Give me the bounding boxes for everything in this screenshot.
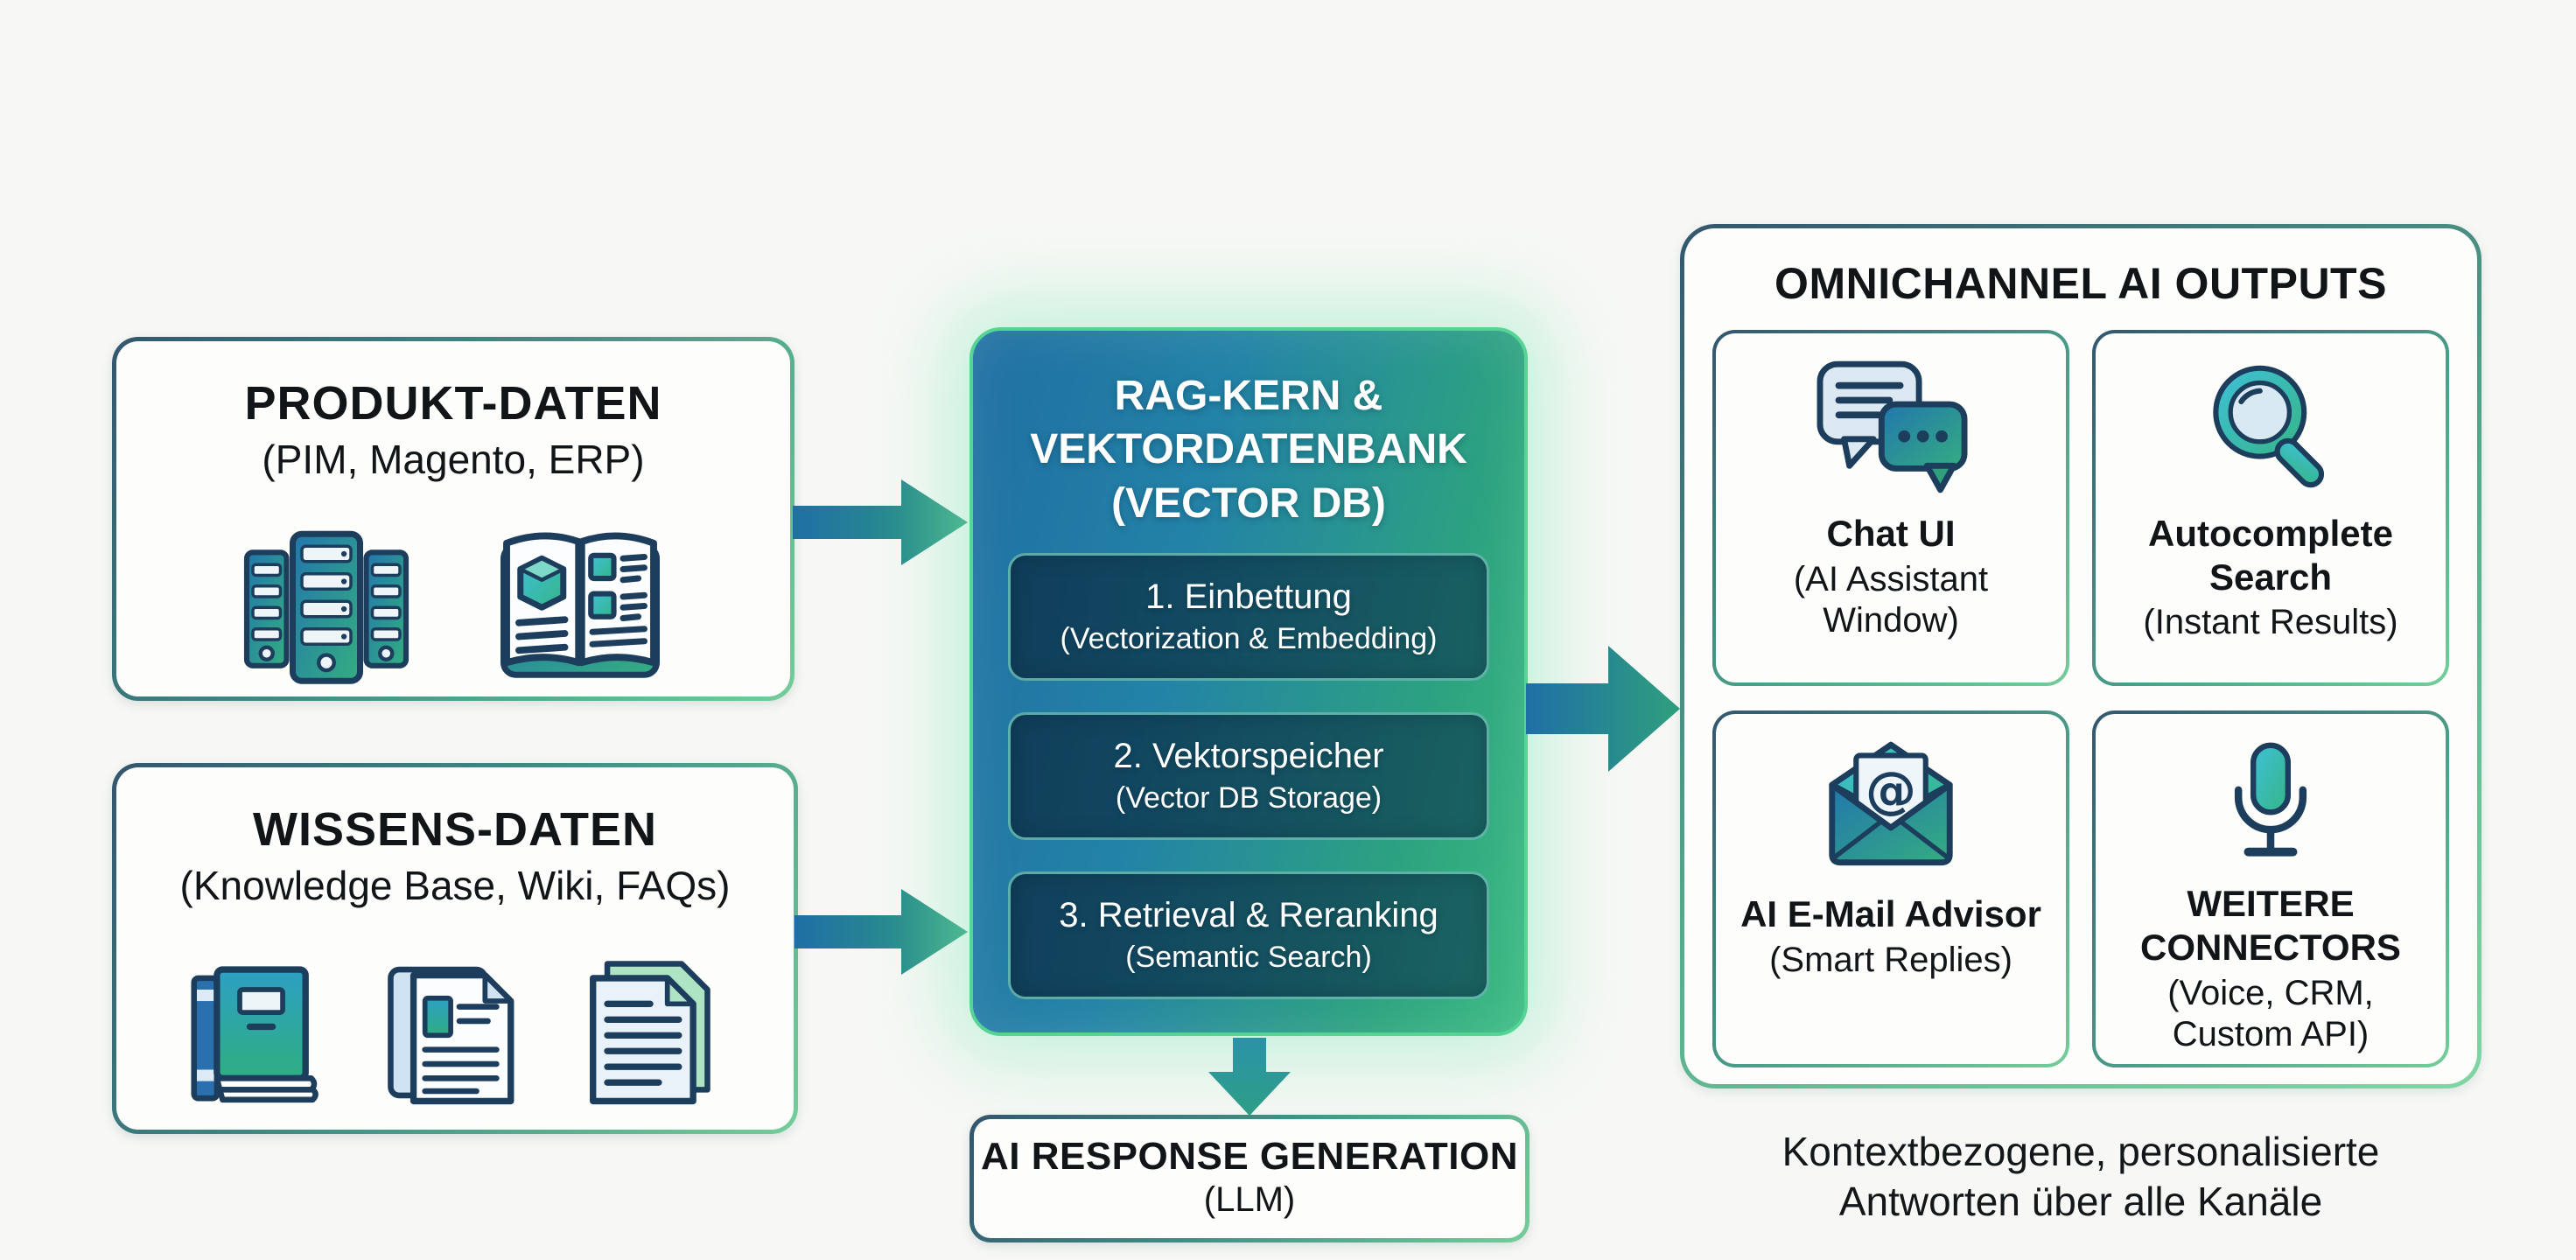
outputs-grid: Chat UI (AI Assistant Window) Autocomple — [1712, 330, 2449, 1068]
step-vektorspeicher-label: 2. Vektorspeicher — [1113, 737, 1384, 776]
document-text-icon — [590, 961, 710, 1105]
output-email-advisor-label: AI E-Mail Advisor — [1740, 893, 2041, 935]
step-einbettung-label: 1. Einbettung — [1145, 578, 1352, 617]
arrow-core-to-outputs — [1526, 646, 1680, 772]
document-image-icon — [388, 966, 514, 1105]
server-stack-icon — [243, 530, 410, 684]
arrow-produkt-to-core — [793, 480, 968, 565]
output-chat-ui-box: Chat UI (AI Assistant Window) — [1712, 330, 2069, 687]
open-envelope-at-icon: @ — [1829, 742, 1953, 866]
omnichannel-panel: OMNICHANNEL AI OUTPUTS — [1680, 224, 2482, 1088]
omnichannel-title: OMNICHANNEL AI OUTPUTS — [1774, 259, 2387, 308]
outputs-caption: Kontextbezogene, personalisierte Antwort… — [1680, 1127, 2482, 1227]
wissens-icon-row — [177, 935, 733, 1130]
arrow-wissens-to-core — [794, 889, 968, 975]
ai-response-title: AI RESPONSE GENERATION — [980, 1135, 1519, 1178]
product-catalog-icon — [500, 532, 660, 678]
step-retrieval-sublabel: (Semantic Search) — [1125, 941, 1372, 975]
produkt-daten-subtitle: (PIM, Magento, ERP) — [262, 437, 645, 483]
step-vektorspeicher: 2. Vektorspeicher (Vector DB Storage) — [1008, 712, 1489, 841]
output-autocomplete-sublabel: (Instant Results) — [2143, 603, 2398, 642]
rag-core-title-line3: (VECTOR DB) — [1111, 480, 1386, 527]
wissens-daten-subtitle: (Knowledge Base, Wiki, FAQs) — [179, 863, 731, 909]
output-autocomplete-box: Autocomplete Search (Instant Results) — [2092, 330, 2449, 687]
outputs-caption-line2: Antworten über alle Kanäle — [1838, 1179, 2323, 1225]
svg-text:@: @ — [1866, 760, 1916, 820]
step-vektorspeicher-sublabel: (Vector DB Storage) — [1115, 781, 1382, 816]
step-einbettung: 1. Einbettung (Vectorization & Embedding… — [1008, 553, 1489, 682]
arrow-core-to-llm — [1208, 1038, 1291, 1116]
output-chat-ui-sublabel: (AI Assistant Window) — [1793, 559, 1989, 640]
outputs-caption-line1: Kontextbezogene, personalisierte — [1782, 1129, 2380, 1174]
step-retrieval-label: 3. Retrieval & Reranking — [1059, 896, 1438, 935]
wissens-daten-box: WISSENS-DATEN (Knowledge Base, Wiki, FAQ… — [112, 763, 798, 1134]
ai-response-box: AI RESPONSE GENERATION (LLM) — [970, 1115, 1530, 1242]
chat-bubbles-icon — [1816, 360, 1968, 494]
rag-core-title-line2: VEKTORDATENBANK — [1030, 426, 1467, 473]
book-icon — [191, 966, 318, 1103]
rag-core-title: RAG-KERN & VEKTORDATENBANK (VECTOR DB) — [973, 369, 1524, 530]
rag-core-title-line1: RAG-KERN & — [1114, 373, 1383, 419]
ai-response-subtitle: (LLM) — [1203, 1180, 1296, 1219]
magnifier-icon — [2213, 365, 2325, 488]
output-chat-ui-label: Chat UI — [1826, 513, 1956, 554]
output-connectors-box: WEITERE CONNECTORS (Voice, CRM, Custom A… — [2092, 710, 2449, 1068]
produkt-daten-box: PRODUKT-DATEN (PIM, Magento, ERP) — [112, 337, 794, 701]
output-email-advisor-box: @ AI E-Mail Advisor (Smart Replies) — [1712, 710, 2069, 1068]
step-einbettung-sublabel: (Vectorization & Embedding) — [1060, 622, 1438, 656]
produkt-icon-row — [234, 509, 672, 696]
produkt-daten-title: PRODUKT-DATEN — [244, 377, 662, 430]
microphone-icon — [2234, 743, 2307, 858]
rag-core-box: RAG-KERN & VEKTORDATENBANK (VECTOR DB) 1… — [970, 327, 1528, 1036]
output-autocomplete-label: Autocomplete Search — [2147, 513, 2393, 598]
step-retrieval: 3. Retrieval & Reranking (Semantic Searc… — [1008, 872, 1489, 1000]
rag-steps: 1. Einbettung (Vectorization & Embedding… — [1008, 553, 1489, 1000]
output-connectors-sublabel: (Voice, CRM, Custom API) — [2167, 973, 2374, 1054]
wissens-daten-title: WISSENS-DATEN — [252, 803, 657, 856]
output-connectors-label: WEITERE CONNECTORS — [2140, 883, 2401, 969]
output-email-advisor-sublabel: (Smart Replies) — [1769, 941, 2012, 980]
